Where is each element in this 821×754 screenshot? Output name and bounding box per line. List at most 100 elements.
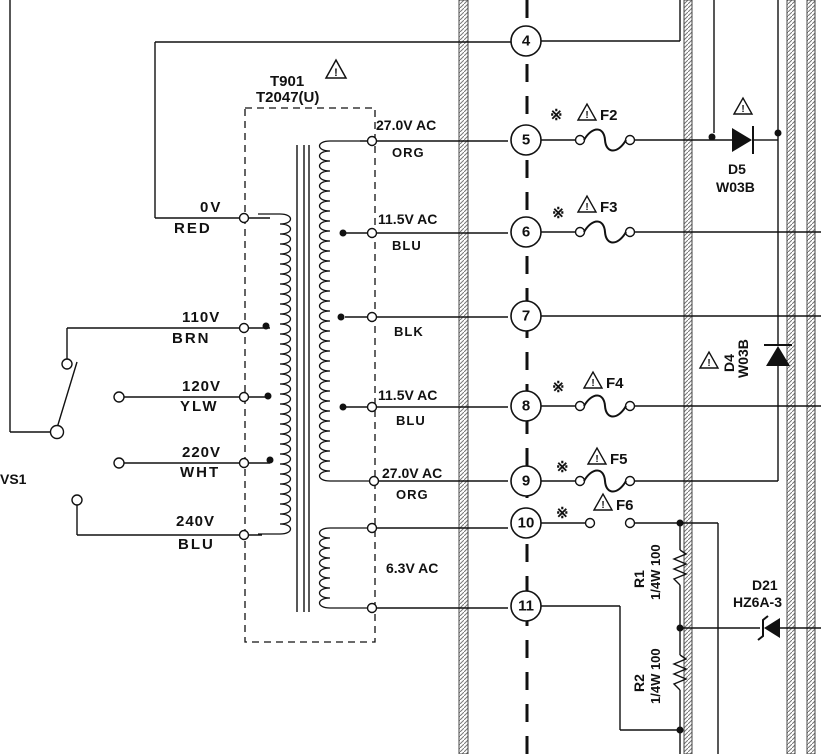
primary-tap-color: YLW — [180, 398, 219, 415]
warning-icon: ! — [576, 194, 598, 213]
secondary-labels: 27.0V AC ORG 11.5V AC BLU BLK 11.5V AC B… — [376, 117, 442, 576]
junction-dots — [676, 129, 782, 734]
secondary-tap-color: ORG — [392, 145, 425, 160]
resistor-r1: 1/4W 100 R1 — [631, 544, 688, 600]
diode-ref: D21 — [752, 577, 778, 593]
switch-label: VS1 — [0, 471, 27, 487]
warning-icon: ! — [582, 370, 604, 389]
svg-text:6: 6 — [522, 224, 530, 241]
connector-pin: 7 — [510, 300, 542, 332]
svg-text:!: ! — [334, 67, 338, 79]
secondary-tap-color: BLK — [394, 324, 424, 339]
diode-d5: ! D5 W03B — [716, 96, 768, 195]
secondary-tap-voltage: 6.3V AC — [386, 560, 438, 576]
primary-tap-color: BRN — [172, 330, 211, 347]
connector-pin: 11 — [510, 590, 542, 622]
diode-ref: D4 — [721, 354, 737, 372]
pcb-board-edges — [458, 0, 816, 754]
primary-labels: 0V RED 110V BRN 120V YLW 220V WHT 240V B… — [172, 199, 222, 553]
svg-text:!: ! — [601, 500, 604, 511]
fuse-mark: ※ — [552, 205, 565, 222]
zener-diode-d21: D21 HZ6A-3 — [733, 577, 782, 641]
diode-part: W03B — [716, 179, 755, 195]
connector-pin: 9 — [510, 465, 542, 497]
fuse-mark: ※ — [556, 459, 569, 476]
warning-icon: ! — [732, 96, 754, 115]
fuse-icon — [574, 128, 636, 152]
primary-tap-voltage: 120V — [182, 378, 221, 395]
svg-text:!: ! — [741, 104, 744, 115]
svg-text:!: ! — [707, 358, 710, 369]
svg-text:7: 7 — [522, 308, 530, 325]
secondary-tap-voltage: 11.5V AC — [378, 211, 437, 227]
svg-text:8: 8 — [522, 398, 530, 415]
diode-d4: W03B D4 ! — [698, 339, 792, 378]
diode-ref: D5 — [728, 161, 746, 177]
resistor-ref: R1 — [631, 570, 647, 588]
svg-text:!: ! — [591, 378, 594, 389]
primary-tap-color: WHT — [180, 464, 220, 481]
fuse-label: F3 — [600, 199, 618, 216]
diode-part: HZ6A-3 — [733, 594, 782, 610]
primary-wiring — [9, 0, 520, 536]
connector-pin: 6 — [510, 216, 542, 248]
connector-pins: 4 5 6 7 8 9 10 11 — [510, 25, 542, 622]
svg-text:!: ! — [585, 202, 588, 213]
fuse-icon — [574, 220, 636, 244]
resistor-ref: R2 — [631, 674, 647, 692]
resistor-spec: 1/4W 100 — [648, 648, 663, 704]
secondary-tap-voltage: 27.0V AC — [382, 465, 442, 481]
fuse-label: F6 — [616, 497, 634, 514]
fuse-icon — [574, 394, 636, 418]
connector-pin: 5 — [510, 124, 542, 156]
fuse-mark: ※ — [552, 379, 565, 396]
warning-icon: ! — [576, 102, 598, 121]
svg-text:5: 5 — [522, 132, 530, 149]
connector-pin: 8 — [510, 390, 542, 422]
fuse-icon — [574, 469, 636, 493]
voltage-selector-switch[interactable] — [49, 358, 125, 506]
svg-text:11: 11 — [518, 598, 534, 615]
fuse-mark: ※ — [550, 107, 563, 124]
svg-text:!: ! — [595, 454, 598, 465]
fuse-mark: ※ — [556, 505, 569, 522]
fuses — [574, 128, 636, 529]
secondary-tap-color: ORG — [396, 487, 429, 502]
primary-tap-voltage: 0V — [200, 199, 222, 216]
warning-icon: ! — [698, 350, 720, 369]
warning-icon: ! — [586, 446, 608, 465]
secondary-terminals — [337, 135, 380, 614]
svg-text:!: ! — [585, 110, 588, 121]
fuse-labels: ※ ! F2 ※ ! F3 ※ ! F4 ※ ! F5 ※ ! F6 — [550, 102, 634, 522]
resistor-spec: 1/4W 100 — [648, 544, 663, 600]
secondary-tap-voltage: 11.5V AC — [378, 387, 437, 403]
secondary-tap-color: BLU — [396, 413, 426, 428]
resistor-r2: 1/4W 100 R2 — [631, 648, 688, 704]
transformer-ref: T901 — [270, 73, 304, 90]
primary-tap-color: BLU — [178, 536, 215, 553]
connector-pin: 4 — [510, 25, 542, 57]
svg-text:4: 4 — [522, 33, 531, 50]
svg-text:10: 10 — [518, 515, 535, 532]
connector-pin: 10 — [510, 507, 542, 539]
primary-terminals — [238, 212, 274, 541]
diode-part: W03B — [735, 339, 751, 378]
primary-tap-voltage: 110V — [182, 309, 220, 326]
primary-tap-voltage: 240V — [176, 513, 215, 530]
primary-tap-color: RED — [174, 220, 212, 237]
fuse-label: F5 — [610, 451, 628, 468]
fuse-icon — [584, 517, 636, 529]
transformer-part: T2047(U) — [256, 89, 319, 106]
secondary-tap-color: BLU — [392, 238, 422, 253]
fuse-label: F4 — [606, 375, 624, 392]
warning-icon: ! — [592, 492, 614, 511]
fuse-label: F2 — [600, 107, 618, 124]
primary-winding — [258, 213, 292, 535]
output-wiring — [541, 0, 821, 754]
svg-text:9: 9 — [522, 473, 530, 490]
secondary-tap-voltage: 27.0V AC — [376, 117, 436, 133]
warning-icon: ! — [324, 58, 348, 79]
transformer-enclosure — [244, 107, 376, 643]
secondary-winding — [318, 140, 374, 609]
